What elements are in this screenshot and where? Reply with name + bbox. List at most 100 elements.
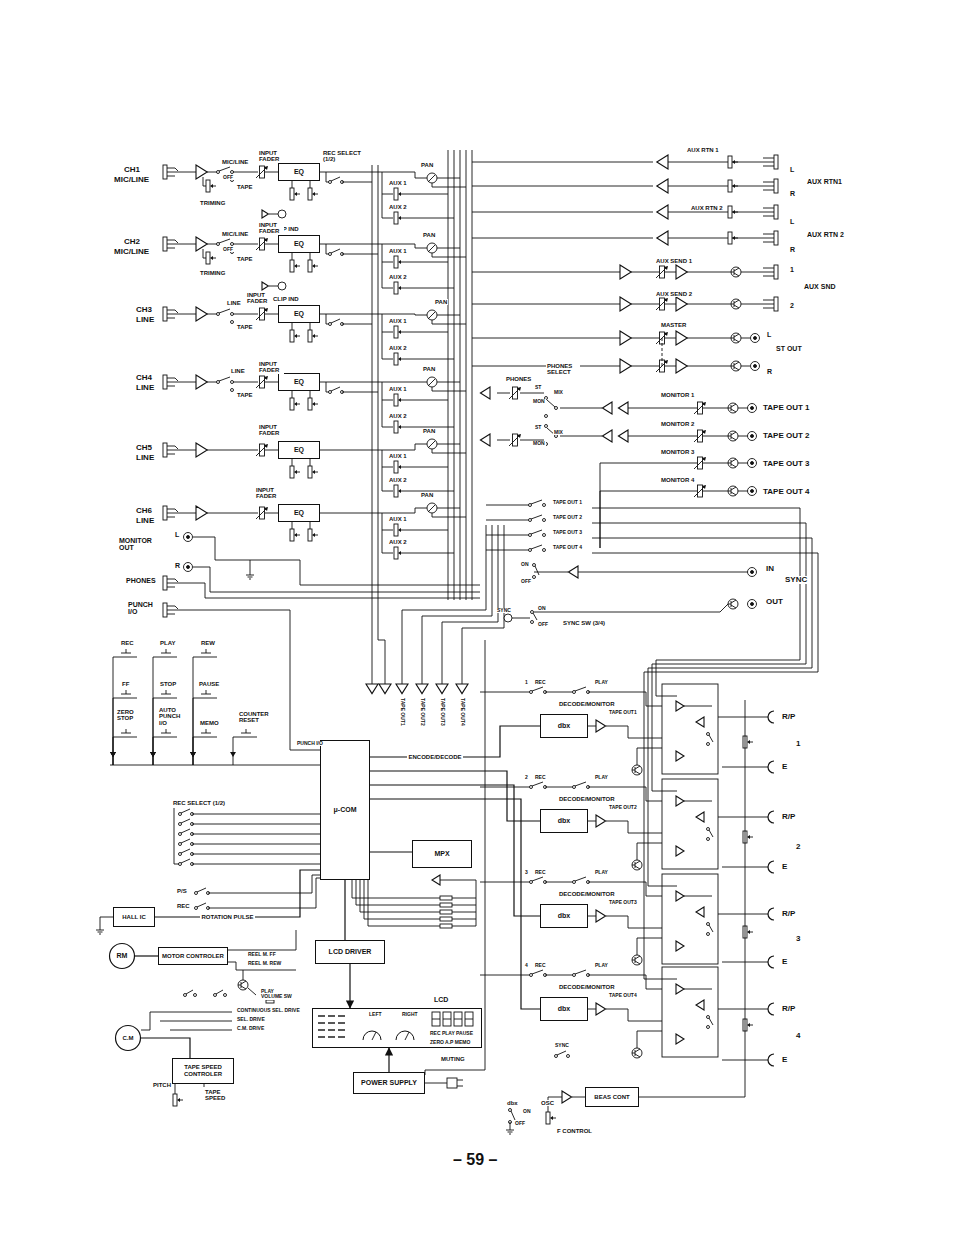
wire — [472, 304, 620, 305]
wire — [167, 310, 178, 313]
wire — [606, 726, 662, 738]
wire — [404, 530, 448, 531]
meter-arc — [396, 1031, 414, 1040]
signal-label: R/P — [781, 910, 796, 918]
wire — [511, 1111, 515, 1120]
wire — [639, 700, 745, 1097]
wire — [243, 970, 244, 980]
wire — [404, 400, 448, 401]
wire — [167, 314, 181, 315]
tape-head-symbol — [768, 811, 774, 823]
wire — [331, 177, 340, 181]
equalizer-box: EQ — [278, 305, 320, 323]
box-title: HALL IC — [122, 914, 146, 921]
potentiometer-symbol — [290, 188, 294, 200]
motor-circle — [110, 944, 135, 969]
signal-label: C.M. DRIVE — [236, 1026, 265, 1031]
diode-symbol — [150, 752, 156, 757]
arrow-tip — [398, 465, 401, 469]
wire — [437, 508, 460, 509]
wire — [206, 649, 207, 653]
wire — [167, 386, 175, 387]
jack-symbol — [774, 231, 778, 245]
wire — [734, 339, 739, 342]
wire — [592, 523, 806, 791]
transistor-symbol — [632, 1048, 642, 1058]
output-jack-symbol — [748, 459, 757, 468]
power-supply-box: POWER SUPPLY — [353, 1072, 425, 1094]
wire — [98, 932, 103, 933]
amplifier-symbol — [676, 751, 684, 761]
arrow-tip — [312, 533, 315, 537]
wire — [352, 880, 440, 898]
wire — [709, 735, 713, 742]
wire — [378, 165, 385, 684]
wire — [510, 1122, 511, 1130]
wire — [763, 182, 774, 183]
wire — [208, 878, 320, 908]
diode-symbol — [190, 752, 196, 757]
wire — [192, 854, 320, 855]
wire — [448, 150, 449, 600]
wire — [600, 463, 601, 548]
wire — [534, 604, 728, 612]
signal-label: PAN — [420, 492, 434, 498]
signal-label: AUX RTN 1 — [686, 147, 720, 153]
wire — [404, 332, 448, 333]
wire — [219, 309, 230, 313]
wire — [486, 535, 530, 536]
box-text: RIGHT — [401, 1012, 419, 1018]
potentiometer-symbol — [308, 466, 312, 478]
signal-label: PUNCH I/O — [296, 741, 324, 746]
amplifier-symbol — [436, 684, 448, 694]
transistor-symbol — [728, 486, 738, 496]
signal-label: MIC/LINE — [221, 159, 249, 165]
terminal — [707, 743, 710, 746]
signal-label: REC — [176, 903, 191, 909]
arrow-tip — [294, 334, 297, 338]
wire — [181, 849, 190, 853]
wire — [166, 729, 167, 733]
transistor-symbol — [728, 599, 738, 609]
noise-reduction-box: dbx — [540, 714, 588, 738]
signal-label: PLAY — [594, 870, 609, 875]
jack-symbol — [163, 307, 167, 321]
wire — [760, 162, 774, 163]
signal-label: ON — [522, 1109, 532, 1114]
wire — [219, 167, 230, 171]
transistor-symbol — [731, 333, 741, 343]
wire — [382, 491, 393, 492]
terminal — [194, 994, 197, 997]
wire — [718, 817, 768, 818]
wire — [734, 268, 739, 271]
potentiometer-symbol — [728, 232, 732, 244]
amplifier-symbol — [480, 387, 490, 399]
wire — [167, 614, 175, 615]
terminal — [707, 1026, 710, 1029]
wire — [763, 268, 774, 269]
signal-label: MIC/LINE — [113, 248, 150, 256]
wire — [372, 1032, 376, 1040]
wire — [181, 172, 196, 173]
wire — [506, 1130, 514, 1131]
wire — [181, 382, 196, 383]
terminal — [707, 933, 710, 936]
signal-label: OSC — [540, 1100, 555, 1106]
signal-label: R — [174, 562, 181, 569]
wire — [454, 1019, 462, 1020]
signal-label: PHONES — [125, 577, 157, 584]
signal-label: AUX RTN 2 — [690, 205, 724, 211]
wire — [557, 1051, 566, 1055]
wire — [113, 657, 137, 658]
amplifier-symbol — [396, 684, 408, 694]
output-jack-symbol — [748, 487, 757, 496]
potentiometer-symbol — [394, 256, 398, 268]
signal-label: REW — [200, 640, 216, 646]
arrow-tip — [398, 192, 401, 196]
wire — [763, 216, 774, 217]
wire — [662, 338, 663, 366]
transistor-symbol — [632, 765, 642, 775]
wire — [249, 579, 251, 580]
jack-symbol — [774, 265, 778, 279]
